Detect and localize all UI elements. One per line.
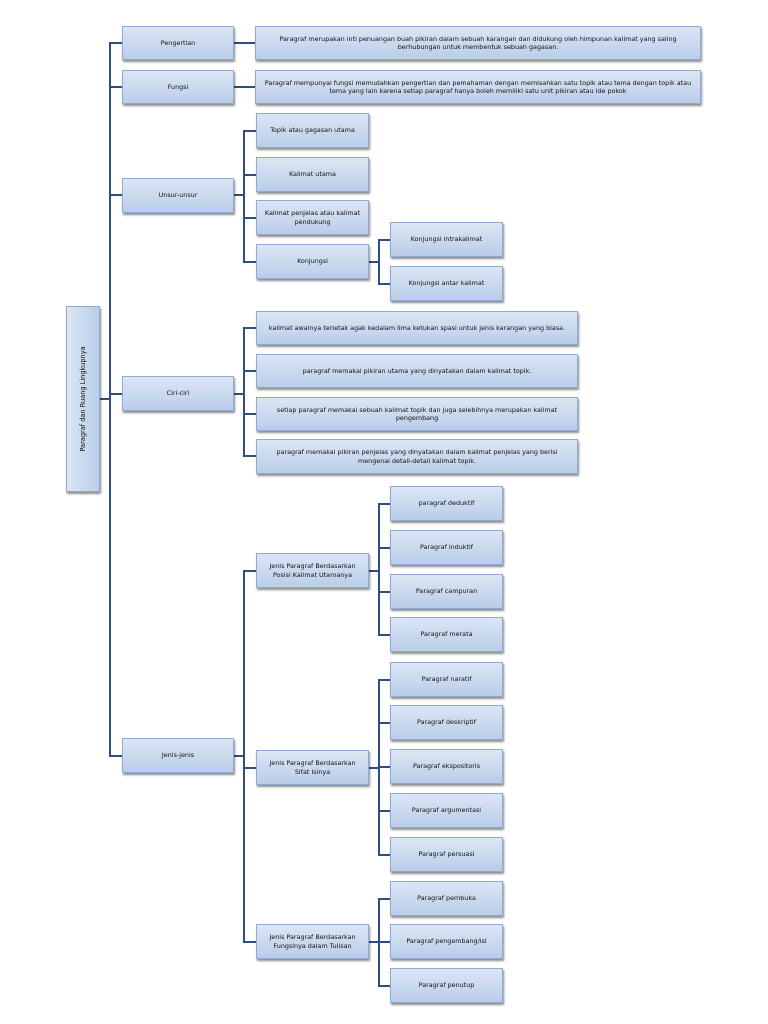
node-ciri-ciri: Ciri-ciri: [122, 376, 234, 411]
unsur-item-label: Topik atau gagasan utama: [270, 126, 355, 135]
jenis-item: Paragraf campuran: [390, 574, 503, 609]
jenis-item: Paragraf pengembang/isi: [390, 924, 503, 959]
konjungsi-item: Konjungsi intrakalimat: [390, 222, 503, 257]
jenis-group-label: Jenis Paragraf Berdasarkan Sifat Isinya: [269, 759, 356, 776]
fungsi-detail: Paragraf mempunyai fungsi memudahkan pen…: [255, 70, 701, 104]
konjungsi-item-label: Konjungsi intrakalimat: [410, 235, 483, 244]
jenis-item: Paragraf merata: [390, 617, 503, 652]
jenis-group: Jenis Paragraf Berdasarkan Fungsinya dal…: [256, 924, 369, 959]
jenis-item-label: Paragraf persuasi: [418, 850, 475, 859]
jenis-item-label: Paragraf pembuka: [417, 894, 476, 903]
ciri-item: paragraf memakai pikiran utama yang diny…: [256, 354, 578, 388]
node-jenis-jenis-label: Jenis-jenis: [161, 751, 195, 760]
jenis-item: Paragraf persuasi: [390, 837, 503, 872]
node-ciri-ciri-label: Ciri-ciri: [166, 389, 190, 398]
jenis-item-label: Paragraf argumentasi: [411, 806, 482, 815]
jenis-item-label: Paragraf ekspositoris: [412, 762, 481, 771]
ciri-item: kalimat awalnya terletak agak kedalam li…: [256, 311, 578, 345]
unsur-item-konjungsi: Konjungsi: [256, 244, 369, 279]
node-fungsi-label: Fungsi: [167, 82, 189, 91]
node-unsur-unsur: Unsur-unsur: [122, 178, 234, 213]
unsur-item-label: Kalimat utama: [289, 170, 336, 179]
unsur-item: Kalimat penjelas atau kalimat pendukung: [256, 200, 369, 235]
jenis-group-label: Jenis Paragraf Berdasarkan Posisi Kalima…: [269, 562, 356, 579]
jenis-group: Jenis Paragraf Berdasarkan Sifat Isinya: [256, 750, 369, 785]
jenis-item-label: Paragraf naratif: [421, 675, 472, 684]
jenis-item: Paragraf pembuka: [390, 881, 503, 916]
jenis-item-label: Paragraf deskriptif: [417, 718, 476, 727]
jenis-item-label: paragraf deduktif: [418, 499, 475, 508]
node-fungsi: Fungsi: [122, 70, 234, 104]
ciri-item-text: paragraf memakai pikiran penjelas yang d…: [276, 448, 558, 465]
fungsi-detail-text: Paragraf mempunyai fungsi memudahkan pen…: [264, 78, 692, 95]
jenis-item-label: Paragraf penutup: [418, 981, 475, 990]
pengertian-detail: Paragraf merupakan inti penuangan buah p…: [255, 26, 701, 60]
ciri-item-text: paragraf memakai pikiran utama yang diny…: [302, 366, 532, 375]
ciri-item: paragraf memakai pikiran penjelas yang d…: [256, 439, 578, 474]
jenis-item-label: Paragraf merata: [420, 630, 473, 639]
jenis-item: Paragraf argumentasi: [390, 793, 503, 828]
pengertian-detail-text: Paragraf merupakan inti penuangan buah p…: [279, 34, 677, 51]
jenis-group: Jenis Paragraf Berdasarkan Posisi Kalima…: [256, 553, 369, 588]
unsur-item: Kalimat utama: [256, 157, 369, 192]
ciri-item-text: setiap paragraf memakai sebuah kalimat t…: [276, 405, 558, 422]
unsur-item-label: Konjungsi: [297, 257, 328, 266]
node-unsur-unsur-label: Unsur-unsur: [158, 191, 198, 200]
jenis-item-label: Paragraf campuran: [415, 587, 478, 596]
jenis-item: Paragraf ekspositoris: [390, 749, 503, 784]
unsur-item-label: Kalimat penjelas atau kalimat pendukung: [264, 209, 361, 226]
jenis-group-label: Jenis Paragraf Berdasarkan Fungsinya dal…: [269, 933, 356, 950]
ciri-item-text: kalimat awalnya terletak agak kedalam li…: [268, 323, 566, 332]
jenis-item: paragraf deduktif: [390, 486, 503, 521]
jenis-item: Paragraf naratif: [390, 662, 503, 697]
node-jenis-jenis: Jenis-jenis: [122, 738, 234, 773]
konjungsi-item-label: Konjungsi antar kalimat: [408, 279, 485, 288]
jenis-item: Paragraf deskriptif: [390, 705, 503, 740]
root-node: Paragraf dan Ruang Lingkupnya: [66, 306, 100, 492]
jenis-item: Paragraf penutup: [390, 968, 503, 1003]
unsur-item: Topik atau gagasan utama: [256, 113, 369, 148]
jenis-item-label: Paragraf induktif: [419, 543, 474, 552]
ciri-item: setiap paragraf memakai sebuah kalimat t…: [256, 397, 578, 431]
jenis-item: Paragraf induktif: [390, 530, 503, 565]
root-label: Paragraf dan Ruang Lingkupnya: [79, 346, 87, 452]
node-pengertian: Pengertian: [122, 26, 234, 60]
node-pengertian-label: Pengertian: [160, 38, 196, 47]
jenis-item-label: Paragraf pengembang/isi: [406, 937, 487, 946]
konjungsi-item: Konjungsi antar kalimat: [390, 266, 503, 301]
